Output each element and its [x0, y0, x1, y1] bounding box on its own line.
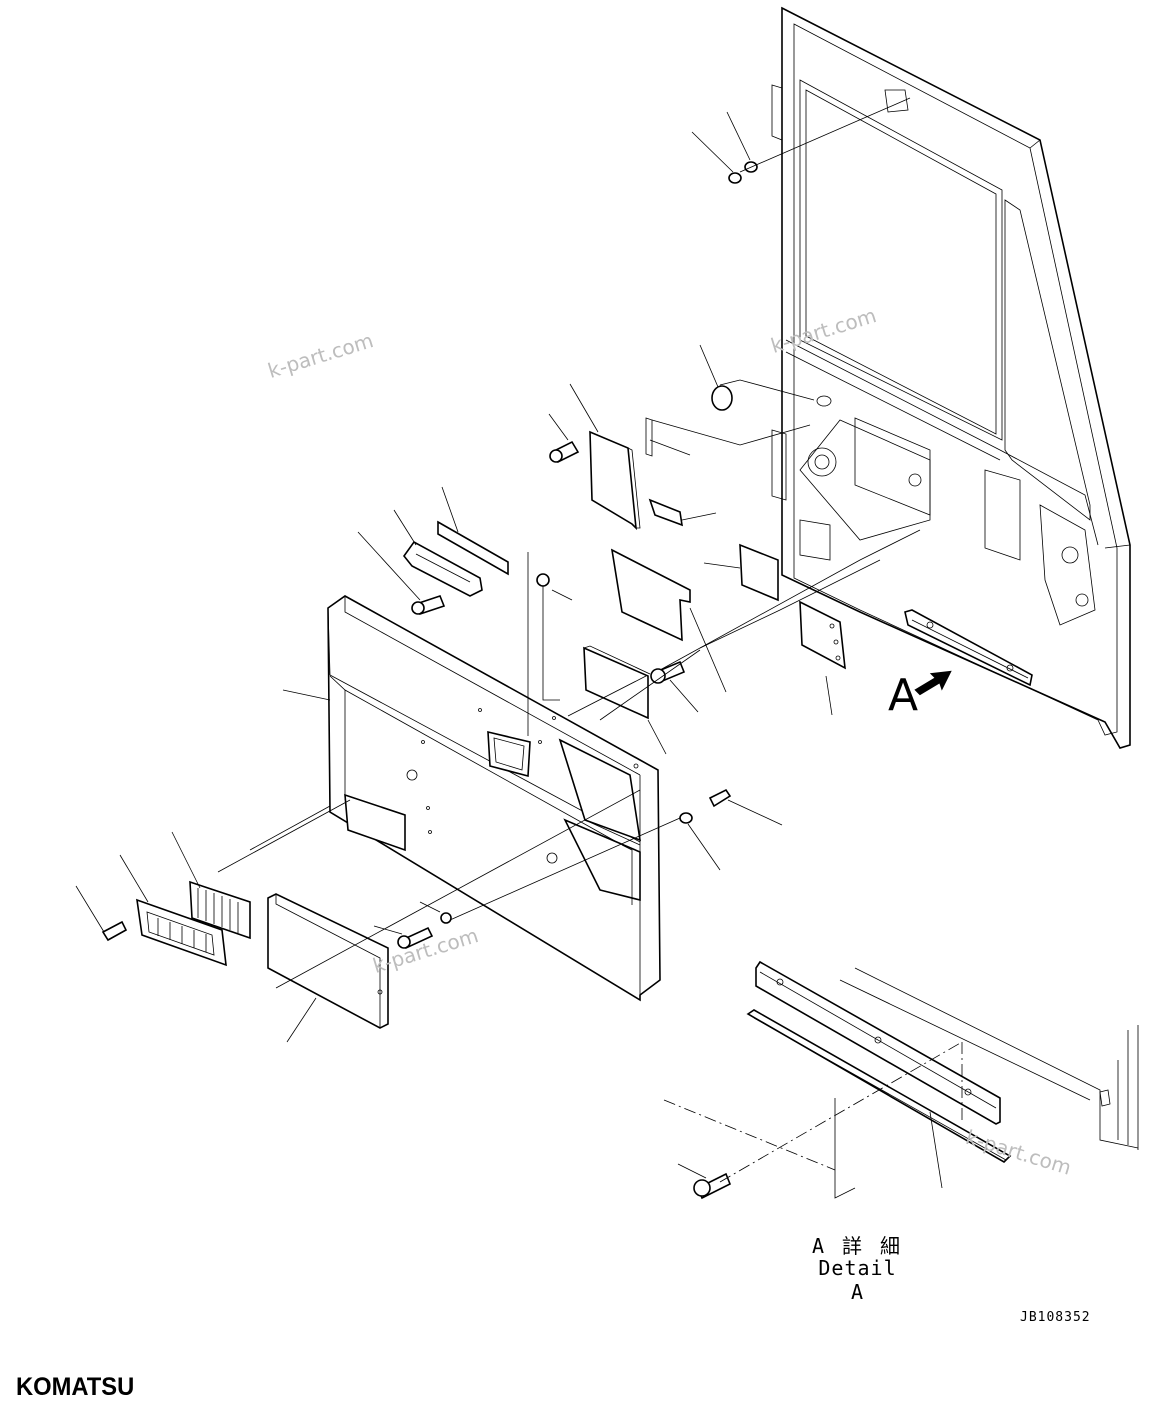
detail-a-view [663, 960, 1139, 1199]
detail-label-en: Detail A [818, 1256, 897, 1304]
drawing-number: JB108352 [1020, 1310, 1091, 1325]
assembly-lines [217, 97, 911, 989]
vent-grilles [136, 880, 251, 967]
door-handle [402, 520, 509, 597]
leader-lines [75, 111, 943, 1189]
view-a-arrow [914, 670, 952, 696]
weather-strip-upper [904, 609, 1033, 687]
komatsu-logo: KOMATSU [16, 1373, 135, 1401]
pads-and-covers [583, 379, 921, 720]
detail-label-jp: A 詳 細 [811, 1234, 904, 1258]
fasteners [101, 161, 758, 1200]
door-frame [771, 6, 1131, 749]
view-letter: A [888, 670, 919, 721]
door-trim-panel [327, 595, 661, 1002]
pocket-cover [267, 893, 389, 1029]
